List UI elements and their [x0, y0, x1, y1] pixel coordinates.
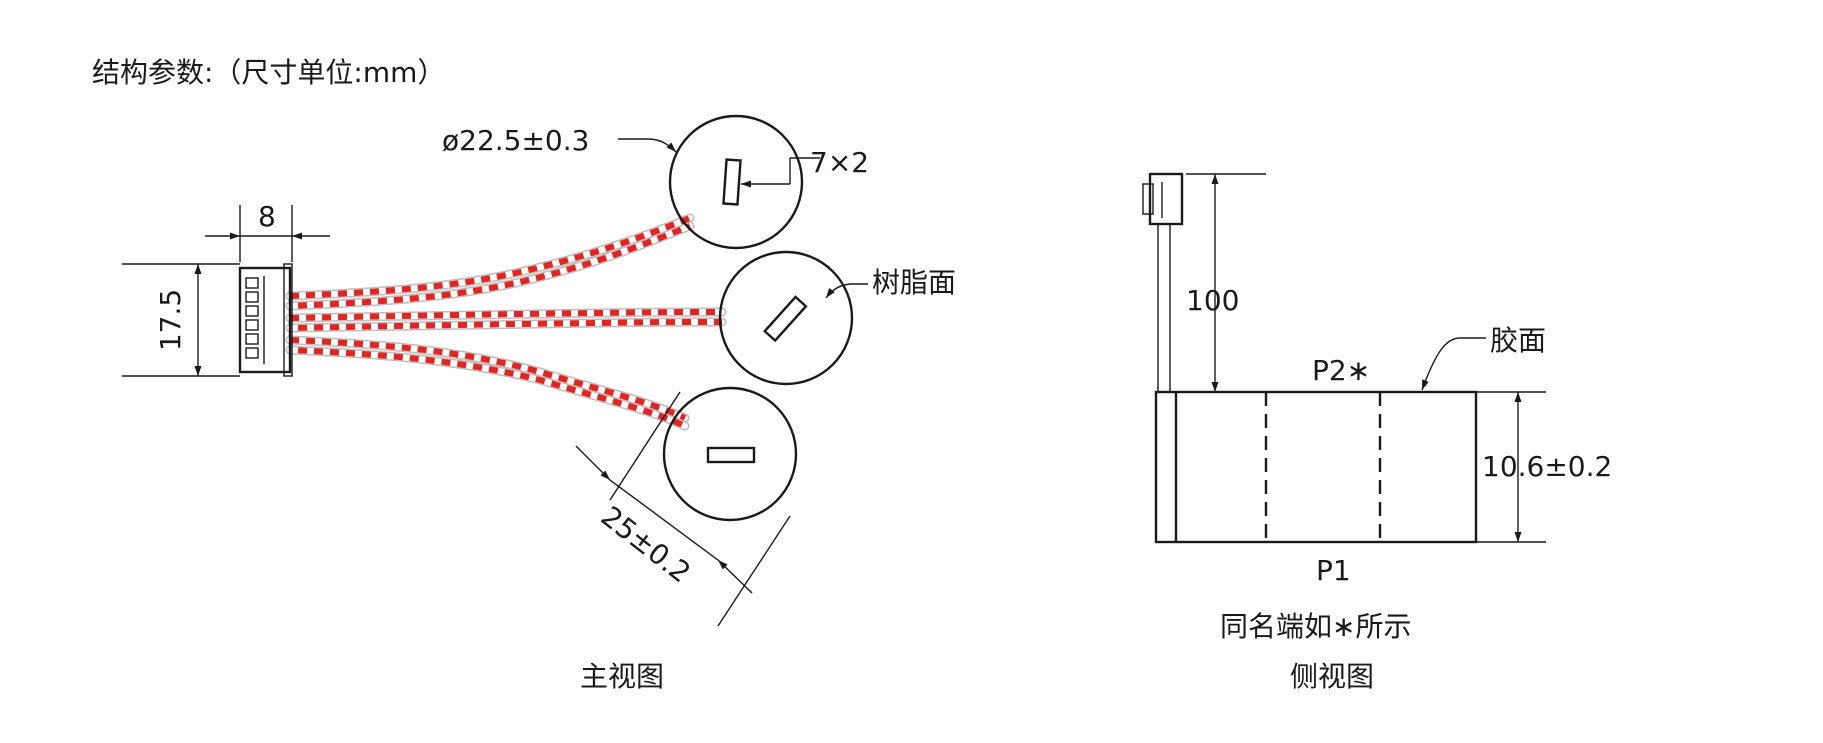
dim-connector-height: [122, 263, 240, 377]
side-body: [1154, 390, 1478, 544]
page-title: 结构参数:（尺寸单位:mm）: [92, 56, 445, 89]
connector-pins: [245, 276, 265, 364]
sensor-top: [668, 114, 804, 250]
resin-leader: [825, 283, 868, 299]
dim-height: [1476, 391, 1546, 543]
twisted-wire-top: [285, 213, 695, 311]
dim-diameter-leader: [618, 138, 677, 153]
dim-connector-width-label: 8: [258, 200, 276, 233]
front-view: 8 17.5 ø22.5±0.3: [122, 114, 956, 693]
glue-face-label: 胶面: [1490, 324, 1546, 357]
dim-length-label: 25±0.2: [595, 500, 697, 590]
dim-lead: [1186, 173, 1266, 392]
dim-length: [575, 391, 791, 627]
connector: [238, 263, 293, 377]
same-terminal-note: 同名端如∗所示: [1220, 610, 1411, 643]
twisted-wire-middle: [285, 307, 727, 333]
side-view-caption: 侧视图: [1290, 660, 1374, 693]
side-view: 100 P2∗ P1 胶面 10.6±0.2 同名端如∗所示 侧视图: [1142, 172, 1612, 693]
p1-label: P1: [1316, 554, 1351, 587]
side-lead-connector: [1142, 172, 1184, 393]
dim-height-label: 10.6±0.2: [1482, 450, 1612, 483]
front-view-caption: 主视图: [580, 660, 664, 693]
p2-label: P2∗: [1312, 354, 1370, 387]
resin-face-label: 树脂面: [872, 266, 956, 299]
twisted-wire-bottom: [285, 335, 690, 431]
dim-slot-leader: [741, 157, 820, 188]
sensor-middle: [718, 250, 854, 386]
dim-lead-label: 100: [1186, 284, 1239, 317]
dim-slot-label: 7×2: [810, 146, 869, 179]
glue-leader: [1421, 337, 1486, 391]
sensor-bottom: [662, 386, 798, 522]
dim-connector-height-label: 17.5: [154, 289, 187, 351]
dim-connector-width: [205, 205, 330, 262]
dim-diameter-label: ø22.5±0.3: [442, 124, 589, 157]
